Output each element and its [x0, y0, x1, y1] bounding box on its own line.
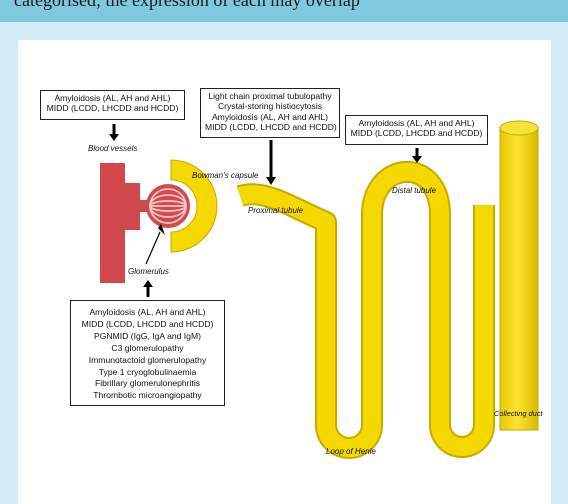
arrow-to-distal [412, 148, 422, 163]
callout-line: Amyloidosis (AL, AH and AHL) [54, 93, 171, 103]
label-bowmans-capsule: Bowman's capsule [192, 171, 259, 180]
callout-line: MIDD (LCDD, LHCDD and HCDD) [350, 128, 483, 139]
arrow-glomerulus-pointer [145, 224, 165, 265]
callout-line: Light chain proximal tubulopathy [208, 91, 332, 101]
callout-line: Type 1 cryoglobulinaemia [98, 366, 197, 377]
callout-line: C3 glomerulopathy [111, 342, 184, 353]
label-proximal-tubule: Proximal tubule [248, 206, 304, 215]
collecting-duct [499, 127, 539, 431]
callout-line: Amyloidosis (AL, AH and AHL) [358, 118, 475, 128]
header-band: categorised; the expression of each may … [0, 0, 568, 22]
callout-line: Fibrillary glomerulonephritis [94, 378, 201, 389]
distal-tubule-callout: Amyloidosis (AL, AH and AHL) MIDD (LCDD,… [345, 115, 488, 145]
nephron-tubule [237, 162, 493, 457]
callout-line: Amyloidosis (AL, AH and AHL) [89, 307, 206, 317]
callout-line: MIDD (LCDD, LHCDD and HCDD) [46, 103, 179, 114]
arrow-to-proximal [266, 140, 276, 185]
arrow-up-to-glomerulus [143, 280, 153, 297]
label-collecting-duct: Collecting duct [494, 409, 543, 418]
collecting-duct-top [499, 120, 539, 136]
callout-line: MIDD (LCDD, LHCDD and HCDD) [81, 318, 214, 329]
callout-line: MIDD (LCDD, LHCDD and HCDD) [205, 122, 337, 133]
arrow-to-blood-vessels [109, 124, 119, 141]
glomerulus-callout: Amyloidosis (AL, AH and AHL) MIDD (LCDD,… [70, 300, 225, 406]
blood-vessels [100, 163, 158, 283]
label-loop-of-henle: Loop of Henle [326, 447, 376, 456]
callout-line: Crystal-storing histiocytosis [217, 101, 323, 112]
label-distal-tubule: Distal tubule [392, 186, 437, 195]
callout-line: PGNMID (IgG, IgA and IgM) [94, 330, 201, 341]
callout-line: Thrombotic microangiopathy [93, 390, 202, 401]
label-blood-vessels: Blood vessels [88, 144, 138, 153]
header-text: categorised; the expression of each may … [14, 0, 360, 10]
label-glomerulus: Glomerulus [128, 267, 169, 276]
proximal-tubule-callout: Light chain proximal tubulopathy Crystal… [200, 88, 340, 138]
glomerulus-loops [149, 188, 187, 224]
callout-line: Immunotactoid glomerulopathy [88, 354, 207, 365]
bowmans-capsule [170, 159, 218, 253]
blood-vessels-callout: Amyloidosis (AL, AH and AHL) MIDD (LCDD,… [40, 90, 185, 120]
callout-line: Amyloidosis (AL, AH and AHL) [211, 111, 329, 122]
